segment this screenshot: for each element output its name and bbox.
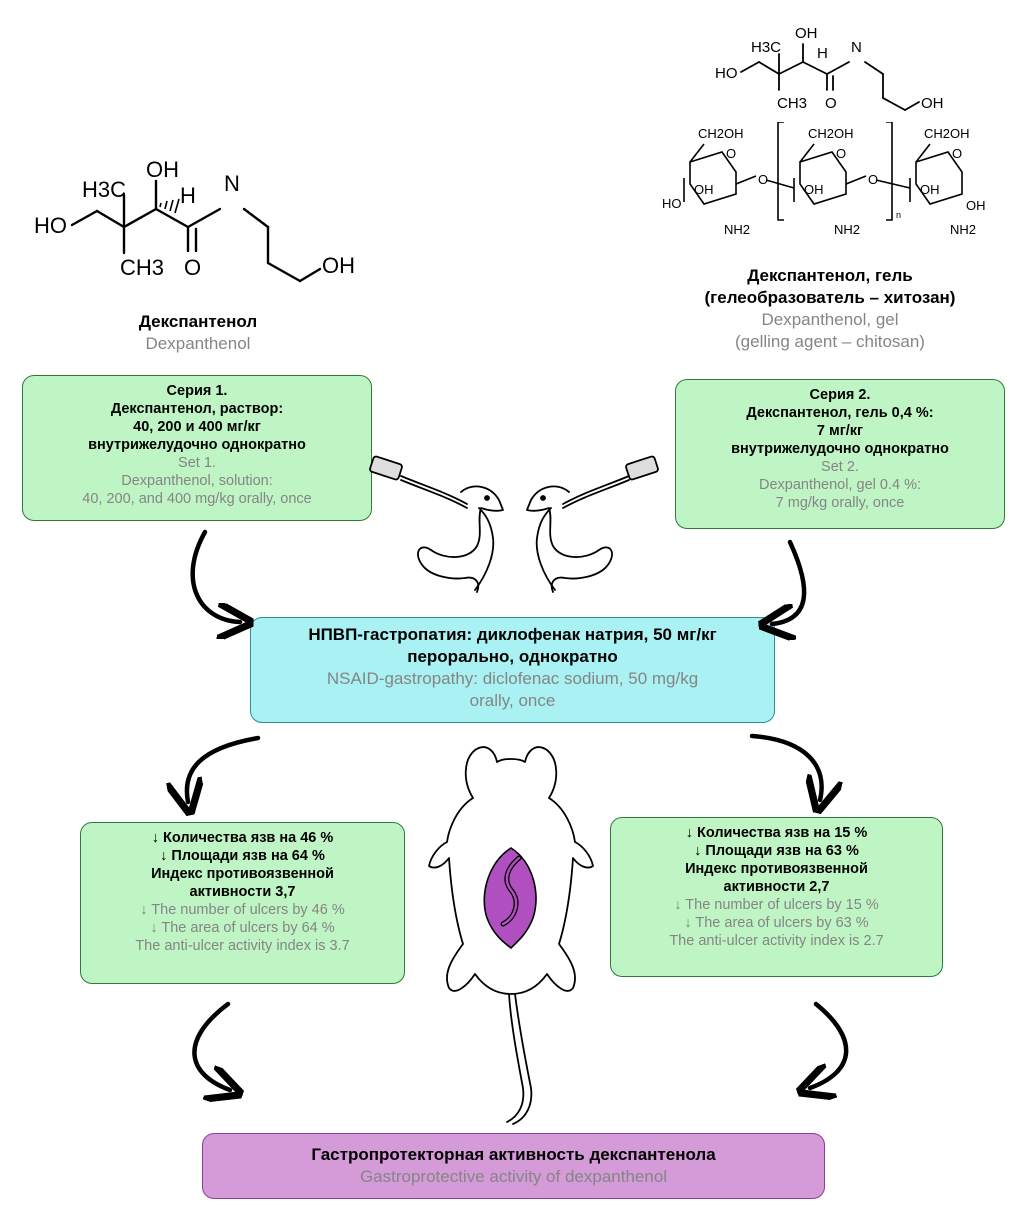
series-2-line: 7 мг/кг [816, 423, 864, 439]
rat-gavage-icon [369, 455, 659, 593]
atom-ho: HO [34, 213, 67, 238]
atom-h3c: H3C [82, 177, 126, 202]
series-2-en: Set 2. [821, 459, 859, 475]
chitosan-nh2-3: NH2 [950, 222, 976, 237]
atom-oh-end: OH [322, 253, 355, 278]
conclusion-box: Гастропротекторная активность декспантен… [202, 1133, 825, 1199]
result-1-ru: Индекс противоязвенной [151, 866, 334, 882]
caption-en-2: (gelling agent – chitosan) [735, 332, 925, 351]
caption-en: Dexpanthenol [145, 334, 251, 353]
curved-arrow-icon [810, 1001, 849, 1088]
dexpanthenol-gel-structure: HO H3C OH H N CH3 O OH [715, 25, 944, 112]
series-2-line: Декспантенол, гель 0,4 %: [746, 405, 934, 421]
chitosan-ch2oh-1: CH2OH [698, 126, 744, 141]
atom-o: O [184, 255, 201, 280]
chitosan-ch2oh-2: CH2OH [808, 126, 854, 141]
chitosan-ring-o-1: O [726, 146, 736, 161]
curved-arrow-icon [187, 735, 261, 802]
result-2-ru: Индекс противоязвенной [685, 861, 868, 877]
dexpanthenol-gel-caption: Декспантенол, гель (гелеобразователь – х… [660, 265, 1000, 353]
atom-ho: HO [715, 65, 738, 82]
curved-arrow-icon [190, 529, 240, 622]
result-2-ru: ↓ Площади язв на 63 % [694, 843, 859, 859]
dexpanthenol-structure: HO H3C OH H N CH3 O OH [34, 157, 355, 283]
result-1-box: ↓ Количества язв на 46 % ↓ Площади язв н… [80, 822, 405, 984]
chitosan-nh2-2: NH2 [834, 222, 860, 237]
chitosan-link-o-2: O [868, 172, 878, 187]
series-1-line: Декспантенол, раствор: [110, 401, 284, 417]
chitosan-ring-o-2: O [836, 146, 846, 161]
series-2-line: внутрижелудочно однократно [731, 441, 949, 457]
conclusion-en: Gastroprotective activity of dexpantheno… [359, 1167, 668, 1186]
result-2-ru: активности 2,7 [723, 879, 830, 895]
caption-ru-1: Декспантенол, гель [747, 266, 913, 285]
curved-arrow-icon [749, 733, 822, 800]
caption-en-1: Dexpanthenol, gel [761, 310, 899, 329]
chitosan-oh-3: OH [920, 182, 940, 197]
result-1-en: ↓ The number of ulcers by 46 % [140, 902, 345, 918]
curved-arrow-icon [772, 539, 807, 624]
atom-h: H [817, 45, 828, 62]
atom-ch3: CH3 [777, 95, 807, 112]
caption-ru-2: (гелеобразователь – хитозан) [704, 288, 956, 307]
series-2-en: Dexpanthenol, gel 0.4 %: [758, 477, 922, 493]
chitosan-repeat-n: n [896, 210, 901, 220]
nsaid-en-line: orally, once [469, 691, 556, 710]
nsaid-en-line: NSAID-gastropathy: diclofenac sodium, 50… [326, 669, 699, 688]
atom-oh-end: OH [921, 95, 944, 112]
result-1-en: ↓ The area of ulcers by 64 % [150, 920, 335, 936]
atom-oh: OH [795, 25, 818, 42]
dexpanthenol-caption: Декспантенол Dexpanthenol [78, 311, 318, 355]
chitosan-ring-o-3: O [952, 146, 962, 161]
series-1-en: Set 1. [178, 455, 216, 471]
atom-o: O [825, 95, 837, 112]
atom-n: N [851, 39, 862, 56]
series-2-title: Серия 2. [809, 387, 871, 403]
series-1-box: Серия 1. Декспантенол, раствор: 40, 200 … [22, 375, 372, 521]
caption-ru: Декспантенол [138, 312, 258, 331]
nsaid-ru-line: НПВП-гастропатия: диклофенак натрия, 50 … [308, 625, 717, 644]
chitosan-ho: HO [662, 196, 682, 211]
nsaid-ru-line: перорально, однократно [407, 647, 618, 666]
chitosan-oh-1: OH [694, 182, 714, 197]
series-1-en: Dexpanthenol, solution: [121, 473, 273, 489]
atom-h: H [180, 183, 196, 208]
result-1-en: The anti-ulcer activity index is 3.7 [135, 938, 350, 954]
result-2-en: ↓ The area of ulcers by 63 % [684, 915, 869, 931]
series-1-en: 40, 200, and 400 mg/kg orally, once [82, 491, 312, 507]
result-2-en: ↓ The number of ulcers by 15 % [674, 897, 879, 913]
chitosan-ch2oh-3: CH2OH [924, 126, 970, 141]
atom-oh: OH [146, 157, 179, 182]
result-2-box: ↓ Количества язв на 15 % ↓ Площади язв н… [610, 817, 943, 977]
nsaid-gastropathy-box: НПВП-гастропатия: диклофенак натрия, 50 … [250, 617, 775, 723]
series-1-line: 40, 200 и 400 мг/кг [133, 419, 261, 435]
atom-n: N [224, 171, 240, 196]
chitosan-nh2-1: NH2 [724, 222, 750, 237]
atom-ch3: CH3 [120, 255, 164, 280]
result-2-ru: ↓ Количества язв на 15 % [685, 825, 868, 841]
result-1-ru: активности 3,7 [189, 884, 296, 900]
series-1-line: внутрижелудочно однократно [88, 437, 306, 453]
result-1-ru: ↓ Площади язв на 64 % [160, 848, 325, 864]
curved-arrow-icon [192, 1001, 230, 1090]
result-1-ru: ↓ Количества язв на 46 % [151, 830, 334, 846]
result-2-en: The anti-ulcer activity index is 2.7 [669, 933, 884, 949]
rat-stomach-icon [428, 746, 594, 1125]
atom-h3c: H3C [751, 39, 781, 56]
chitosan-structure: CH2OH O OH HO NH2 O CH2OH O OH NH2 O n C… [662, 122, 986, 237]
series-2-box: Серия 2. Декспантенол, гель 0,4 %: 7 мг/… [675, 379, 1005, 529]
chitosan-oh-2: OH [804, 182, 824, 197]
chitosan-oh-4: OH [966, 198, 986, 213]
series-2-en: 7 mg/kg orally, once [775, 495, 905, 511]
conclusion-ru: Гастропротекторная активность декспантен… [311, 1145, 716, 1164]
chitosan-link-o-1: O [758, 172, 768, 187]
series-1-title: Серия 1. [166, 383, 228, 399]
